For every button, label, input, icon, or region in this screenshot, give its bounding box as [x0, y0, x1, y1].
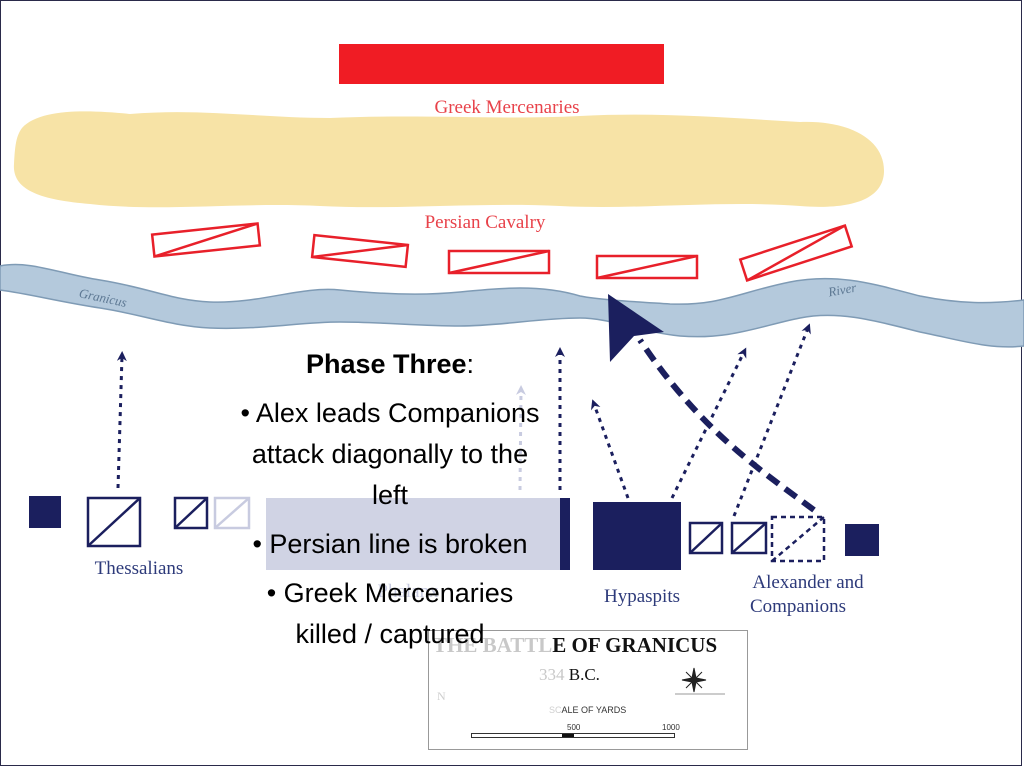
alexander-companions-unit-moved [770, 515, 826, 563]
scale-label-visible: ALE OF YARDS [561, 705, 627, 715]
scale-tick-1000: 1000 [662, 723, 680, 732]
faded-side-mark: N [437, 689, 446, 703]
battle-date: 334 B.C. [539, 665, 600, 685]
persian-cavalry-unit [150, 222, 262, 258]
alexander-companions-label-line2: Companions [750, 596, 846, 617]
companions-unit [688, 521, 724, 555]
scale-bar [471, 733, 675, 738]
allied-cavalry-unit-faded [213, 496, 251, 530]
allied-cavalry-unit [173, 496, 209, 530]
battle-title-faded: THE BATTL [433, 633, 553, 657]
battle-title-box: THE BATTLE OF GRANICUS 334 B.C. N SCALE … [428, 630, 748, 750]
phase-bullet: • Greek Mercenaries killed / captured [266, 578, 514, 649]
companions-right-arrow [732, 323, 811, 517]
greek-mercenaries-block [339, 44, 664, 84]
phalanx-label: Phalanx [377, 581, 439, 602]
hypaspits-label: Hypaspits [604, 586, 680, 607]
phalanx-edge [560, 498, 570, 570]
compass-caption-line [675, 693, 725, 695]
phalanx-block [266, 498, 562, 570]
hypaspits-left-arrow [590, 399, 630, 499]
alexander-companions-label-line1: Alexander and [752, 572, 864, 593]
phase-bullet: • Persian line is broken [252, 529, 528, 559]
hill-terrain [13, 111, 885, 208]
battle-title: THE BATTLE OF GRANICUS [433, 633, 717, 658]
persian-cavalry-unit [447, 249, 551, 275]
phase-text-panel: Phase Three: • Alex leads Companions att… [235, 344, 545, 663]
right-flank-unit [845, 524, 879, 556]
river-label: River [826, 280, 858, 300]
phase-bullet: • Alex leads Companions attack diagonall… [240, 398, 540, 510]
left-flank-unit [29, 496, 61, 528]
thessalians-cavalry-unit [86, 496, 142, 548]
persian-cavalry-unit [738, 223, 854, 283]
greek-mercenaries-label: Greek Mercenaries [434, 97, 579, 118]
compass-icon [681, 667, 707, 693]
battle-date-visible: B.C. [564, 665, 600, 684]
phase-title-suffix: : [466, 349, 475, 379]
phase-title-line: Phase Three: [235, 344, 545, 385]
hypaspits-block [593, 502, 681, 570]
battle-title-visible: E OF GRANICUS [552, 633, 718, 657]
phalanx-advance-arrow-faded [515, 385, 526, 491]
granicus-river [0, 263, 1024, 348]
battle-date-faded: 334 [539, 665, 565, 684]
scale-bar-segment [562, 734, 574, 737]
scale-label: SCALE OF YARDS [549, 705, 626, 715]
companions-diagonal-attack-arrow [637, 338, 816, 513]
companions-unit [730, 521, 768, 555]
thessalians-label: Thessalians [95, 558, 184, 579]
persian-cavalry-label: Persian Cavalry [425, 212, 546, 233]
attack-arrowhead [608, 294, 664, 362]
persian-cavalry-unit [310, 233, 410, 269]
phase-title: Phase Three [305, 349, 467, 379]
scale-tick-500: 500 [567, 723, 581, 732]
scale-label-faded: SC [549, 705, 562, 715]
persian-cavalry-unit [595, 254, 699, 280]
thessalians-advance-arrow [116, 351, 127, 489]
